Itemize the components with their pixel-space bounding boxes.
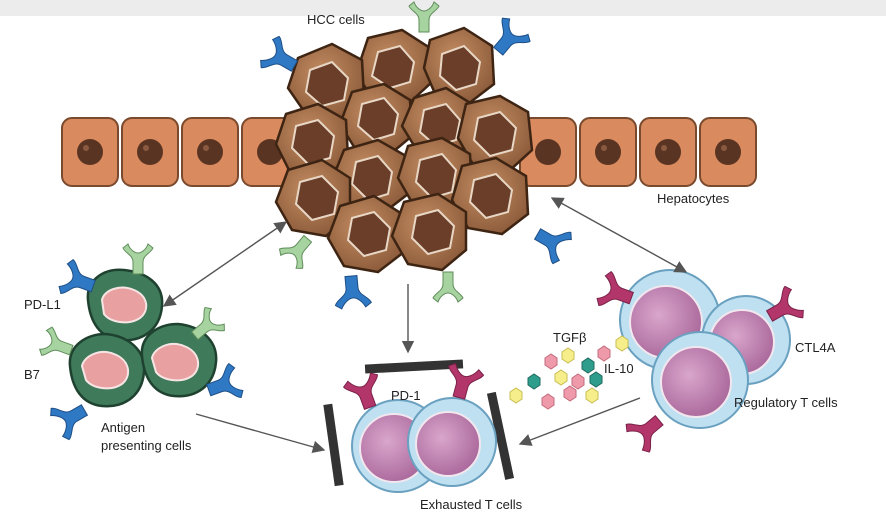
- label-pd-1: PD-1: [391, 388, 421, 403]
- hepatocyte-cell: [639, 117, 697, 187]
- regulatory-t-cells: [619, 269, 791, 429]
- apc-cell: [86, 268, 164, 342]
- hcc-cell: [338, 82, 414, 158]
- arrows: [162, 197, 688, 454]
- hcc-cell: [422, 26, 496, 106]
- hepatocyte-cell: [519, 117, 577, 187]
- label-exhausted-t-cells: Exhausted T cells: [420, 497, 523, 512]
- arrow-apc-exhausted: [195, 413, 326, 454]
- arrow-hcc-apc: [162, 221, 288, 307]
- cytokines: [509, 335, 629, 410]
- hepatocyte-cell: [181, 117, 239, 187]
- top-bar: [0, 0, 886, 16]
- t-cell: [651, 331, 749, 429]
- pdl1-receptor-icon: [528, 217, 575, 267]
- hepatocyte-cell: [121, 117, 179, 187]
- label-ctl4a: CTL4A: [795, 340, 836, 355]
- label-tgf-beta: TGFβ: [553, 330, 587, 345]
- hepatocyte-cell: [579, 117, 637, 187]
- label-regulatory-t-cells: Regulatory T cells: [734, 395, 838, 410]
- label-hcc-cells: HCC cells: [307, 12, 365, 27]
- label-hepatocytes: Hepatocytes: [657, 191, 730, 206]
- hcc-cell: [456, 94, 534, 174]
- arrow-treg-exhausted: [518, 397, 641, 446]
- hcc-cell: [390, 192, 468, 272]
- apc-cell: [68, 332, 146, 408]
- hcc-cell: [274, 102, 350, 180]
- t-cell: [407, 397, 497, 487]
- b7-receptor-icon: [276, 228, 320, 272]
- blocking-bar: [323, 403, 344, 487]
- label-apc-line1: Antigen: [101, 420, 146, 435]
- b7-receptor-icon: [408, 1, 440, 33]
- arrow-hcc-treg: [550, 197, 688, 273]
- hcc-cell: [326, 194, 406, 274]
- blocking-bar: [486, 391, 515, 480]
- ctl4a-receptor-icon: [622, 405, 672, 456]
- hcc-cell: [286, 42, 366, 122]
- antigen-presenting-cells: [68, 268, 218, 408]
- pdl1-receptor-icon: [332, 273, 373, 310]
- hcc-cell: [450, 156, 530, 236]
- label-il-10: IL-10: [604, 361, 634, 376]
- b7-receptor-icon: [432, 271, 464, 303]
- label-apc-line2: presenting cells: [101, 438, 192, 453]
- exhausted-t-cells: [323, 359, 515, 493]
- blocking-bar: [364, 359, 464, 374]
- apc-cell: [140, 322, 218, 398]
- hcc-cluster: [274, 26, 534, 274]
- hepatocyte-cell: [61, 117, 119, 187]
- hepatocyte-cell: [699, 117, 757, 187]
- label-b7: B7: [24, 367, 40, 382]
- label-pd-l1: PD-L1: [24, 297, 61, 312]
